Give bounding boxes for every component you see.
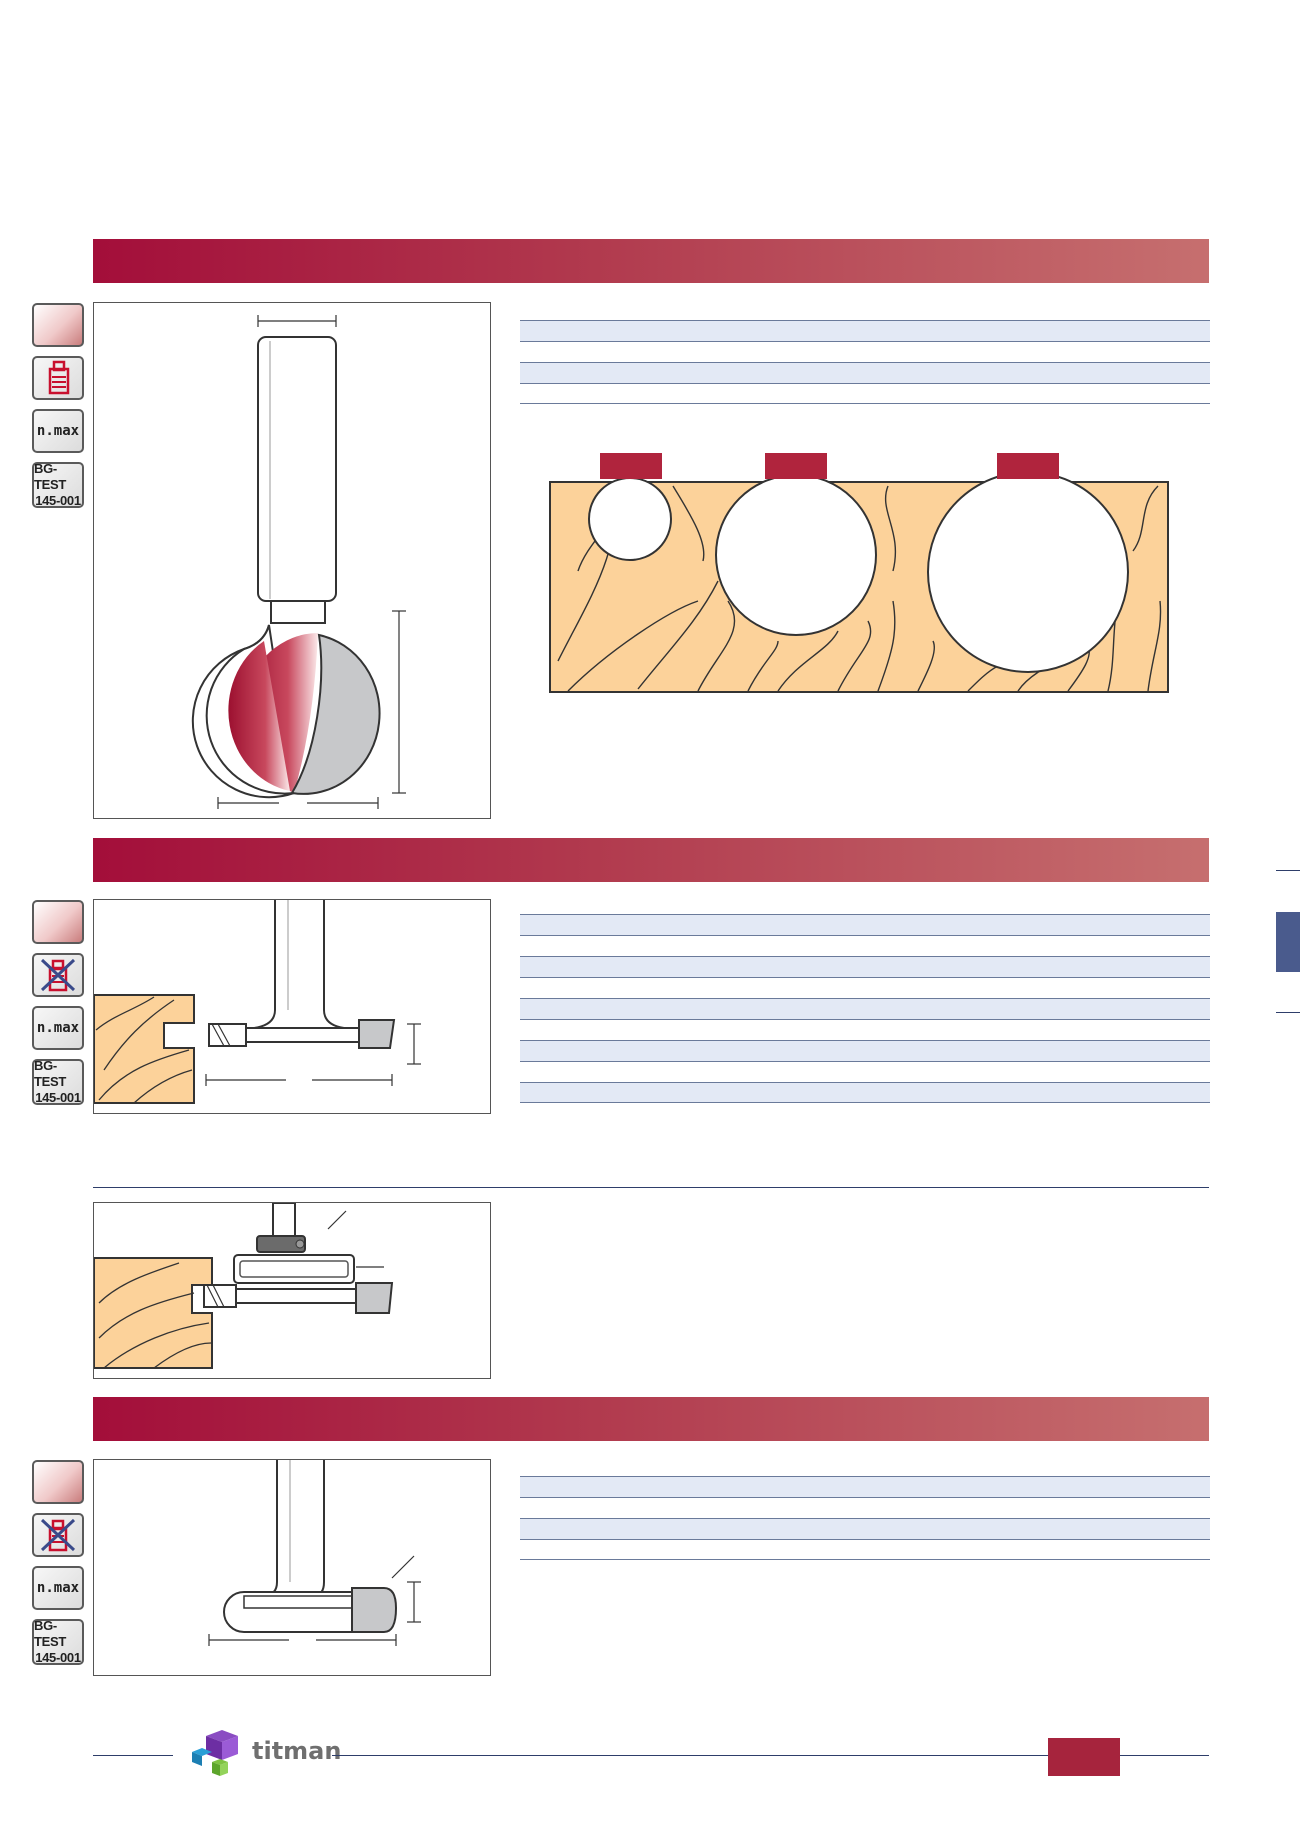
wood-groove-illustration	[549, 453, 1169, 693]
table-row	[520, 1040, 1210, 1061]
pink-gradient-icon	[32, 1460, 84, 1504]
ball-cutter-illustration	[93, 302, 491, 819]
spec-table-1	[520, 320, 1210, 404]
nmax-icon: n.max	[32, 1006, 84, 1050]
nmax-label: n.max	[36, 1020, 80, 1036]
table-row	[520, 1518, 1210, 1539]
bearing-icon	[32, 356, 84, 400]
table-row	[520, 1061, 1210, 1082]
side-rule-top	[1276, 870, 1300, 871]
bg-test-icon: BG-TEST 145-001	[32, 1618, 84, 1665]
no-bearing-icon	[32, 953, 84, 997]
table-row	[520, 1539, 1210, 1560]
section-header-band-3	[93, 1397, 1209, 1441]
footer-rule-right	[332, 1755, 1209, 1756]
no-bearing-icon	[32, 1513, 84, 1557]
nmax-icon: n.max	[32, 409, 84, 453]
section-header-band-1	[93, 239, 1209, 283]
side-rule-bottom	[1276, 1012, 1300, 1013]
spec-table-2	[520, 914, 1210, 1103]
table-row	[520, 1019, 1210, 1040]
table-row	[520, 1476, 1210, 1497]
bg-test-line1: BG-TEST	[34, 1058, 67, 1089]
t-slot-bearing-illustration	[93, 1202, 491, 1379]
table-row	[520, 1082, 1210, 1103]
page-number-box	[1048, 1738, 1120, 1776]
bg-test-line2: 145-001	[35, 493, 81, 508]
footer-rule-left	[93, 1755, 173, 1756]
bg-test-icon: BG-TEST 145-001	[32, 461, 84, 508]
table-row	[520, 977, 1210, 998]
section-divider	[93, 1187, 1209, 1188]
bg-test-line1: BG-TEST	[34, 1618, 67, 1649]
side-tab	[1276, 912, 1300, 972]
keyhole-cutter-illustration	[93, 1459, 491, 1676]
nmax-label: n.max	[36, 423, 80, 439]
table-row	[520, 383, 1210, 404]
bg-test-line2: 145-001	[35, 1090, 81, 1105]
bg-test-icon: BG-TEST 145-001	[32, 1058, 84, 1105]
icon-column-2: n.max BG-TEST 145-001	[32, 900, 88, 1114]
bg-test-line2: 145-001	[35, 1650, 81, 1665]
table-row	[520, 935, 1210, 956]
section-header-band-2	[93, 838, 1209, 882]
brand-name: titman	[252, 1737, 342, 1765]
spec-table-3	[520, 1476, 1210, 1560]
table-row	[520, 341, 1210, 362]
titman-logo-icon	[192, 1730, 238, 1776]
bg-test-line1: BG-TEST	[34, 461, 67, 492]
table-row	[520, 956, 1210, 977]
table-row	[520, 320, 1210, 341]
table-row	[520, 1497, 1210, 1518]
table-row	[520, 362, 1210, 383]
nmax-label: n.max	[36, 1580, 80, 1596]
pink-gradient-icon	[32, 900, 84, 944]
icon-column-1: n.max BG-TEST 145-001	[32, 303, 88, 517]
pink-gradient-icon	[32, 303, 84, 347]
table-row	[520, 998, 1210, 1019]
icon-column-3: n.max BG-TEST 145-001	[32, 1460, 88, 1674]
t-slot-cutter-illustration	[93, 899, 491, 1114]
table-row	[520, 914, 1210, 935]
nmax-icon: n.max	[32, 1566, 84, 1610]
